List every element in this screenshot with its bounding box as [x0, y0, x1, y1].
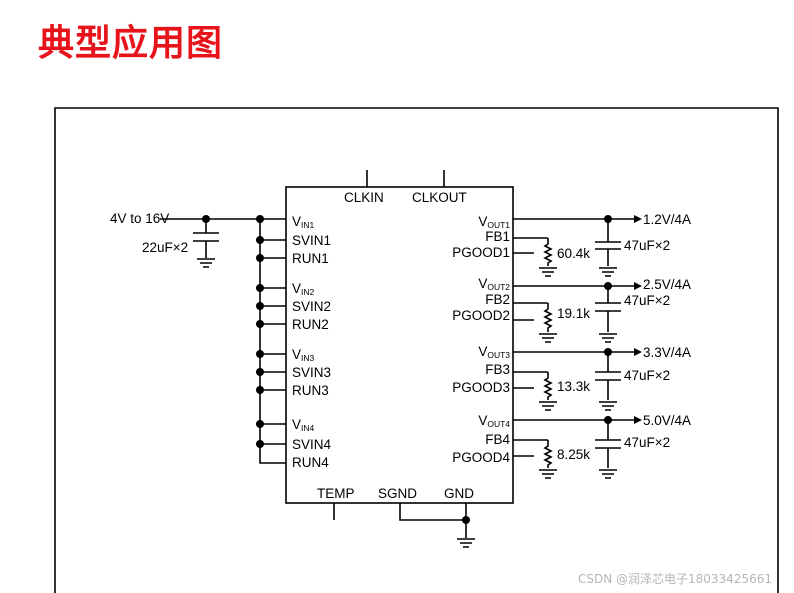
input-capacitor-label: 22uF×2: [142, 240, 188, 255]
left_pin-10: VIN4: [292, 417, 315, 433]
resistor-value-label: 13.3k: [557, 379, 590, 394]
left-junction-dot: [256, 440, 264, 448]
frame-border: [54, 107, 779, 593]
input-voltage-label: 4V to 16V: [110, 211, 169, 226]
left_pin-4: VIN2: [292, 281, 315, 297]
output-capacitor-3: [595, 352, 621, 400]
left-pin-wires: [260, 239, 286, 445]
capacitor-value-label: 47uF×2: [624, 435, 670, 450]
feedback-resistor-3: [513, 371, 553, 400]
feedback-resistor-1: [513, 237, 553, 266]
output-voltage-label: 5.0V/4A: [643, 413, 691, 428]
left_pin-5: SVIN2: [292, 299, 331, 314]
right_pin-3: PGOOD1: [452, 245, 510, 260]
resistor-value-label: 60.4k: [557, 246, 590, 261]
output-voltage-label: 3.3V/4A: [643, 345, 691, 360]
right_pin-8: FB3: [485, 362, 510, 377]
resistor-ground-symbol: [539, 401, 557, 411]
left-junction-dot: [256, 236, 264, 244]
left_pin-9: RUN3: [292, 383, 329, 398]
left_pin-1: VIN1: [292, 214, 315, 230]
feedback-resistor-2: [513, 302, 553, 332]
resistor-ground-symbol: [539, 333, 557, 343]
gnd-junction-dot: [462, 516, 470, 524]
left-junction-dot: [256, 320, 264, 328]
right_pin-5: FB2: [485, 292, 510, 307]
left-junction-dot: [256, 368, 264, 376]
right_pin-12: PGOOD4: [452, 450, 510, 465]
capacitor-value-label: 47uF×2: [624, 293, 670, 308]
right_pin-7: VOUT3: [478, 344, 510, 360]
right_pin-2: FB1: [485, 229, 510, 244]
capacitor-ground-symbol: [599, 333, 617, 343]
left_pin-11: SVIN4: [292, 437, 332, 452]
input-bus: [259, 219, 286, 464]
output-junction-dot: [604, 348, 612, 356]
sgnd-label: SGND: [378, 486, 417, 501]
output-junction-dot: [604, 215, 612, 223]
output-capacitor-1: [595, 219, 621, 266]
output-capacitor-4: [595, 420, 621, 468]
resistor-ground-symbol: [539, 267, 557, 277]
left_pin-7: VIN3: [292, 347, 315, 363]
right_pin-9: PGOOD3: [452, 380, 510, 395]
left-junction-dot: [256, 215, 264, 223]
capacitor-ground-symbol: [599, 267, 617, 277]
right_pin-10: VOUT4: [478, 413, 510, 429]
left_pin-3: RUN1: [292, 251, 329, 266]
left-junction-dot: [256, 284, 264, 292]
output-junction-dot: [604, 282, 612, 290]
temp-label: TEMP: [317, 486, 355, 501]
clkin-label: CLKIN: [344, 190, 384, 205]
right_pin-1: VOUT1: [478, 214, 510, 230]
output-arrow-3: [634, 348, 642, 356]
left_pin-2: SVIN1: [292, 233, 331, 248]
sgnd-gnd-wire: [399, 503, 467, 521]
left-junction-dot: [256, 420, 264, 428]
left_pin-8: SVIN3: [292, 365, 331, 380]
left-junction-dot: [256, 302, 264, 310]
capacitor-value-label: 47uF×2: [624, 238, 670, 253]
output-arrow-1: [634, 215, 642, 223]
capacitor-ground-symbol: [599, 469, 617, 479]
right_pin-11: FB4: [485, 432, 510, 447]
right_pin-4: VOUT2: [478, 276, 510, 292]
input-capacitor: [193, 219, 219, 258]
left_pin-6: RUN2: [292, 317, 329, 332]
output-voltage-label: 1.2V/4A: [643, 212, 691, 227]
output-arrow-4: [634, 416, 642, 424]
clkout-label: CLKOUT: [412, 190, 467, 205]
ic-ground-symbol: [457, 538, 475, 548]
left-junction-dot: [256, 254, 264, 262]
capacitor-ground-symbol: [599, 401, 617, 411]
output-capacitor-2: [595, 286, 621, 332]
page-title: 典型应用图: [38, 23, 224, 64]
output-junction-dot: [604, 416, 612, 424]
resistor-value-label: 8.25k: [557, 447, 590, 462]
feedback-resistor-4: [513, 439, 553, 468]
output-arrow-2: [634, 282, 642, 290]
output-voltage-label: 2.5V/4A: [643, 277, 691, 292]
right_pin-6: PGOOD2: [452, 308, 510, 323]
input-ground-symbol: [197, 258, 215, 268]
capacitor-value-label: 47uF×2: [624, 368, 670, 383]
resistor-value-label: 19.1k: [557, 306, 590, 321]
resistor-ground-symbol: [539, 469, 557, 479]
left-junction-dot: [256, 350, 264, 358]
input-junction-dot: [202, 215, 210, 223]
gnd-label: GND: [444, 486, 474, 501]
watermark: CSDN @润泽芯电子18033425661: [577, 572, 772, 586]
left-junction-dot: [256, 386, 264, 394]
left_pin-12: RUN4: [292, 455, 329, 470]
